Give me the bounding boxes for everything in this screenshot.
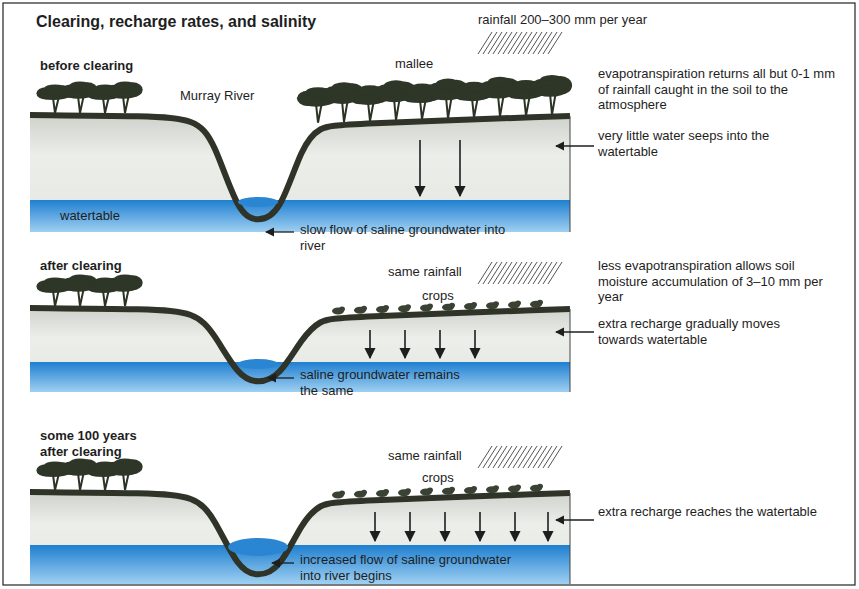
soil — [30, 492, 570, 584]
frame — [3, 3, 855, 585]
rainfall-hatch — [478, 32, 562, 54]
watertable-band — [30, 545, 570, 584]
recharge-arrow — [514, 512, 516, 541]
rainfall-hatch — [478, 262, 562, 284]
recharge-arrow — [439, 330, 441, 358]
leader-arrow — [556, 145, 594, 146]
recharge-arrow — [369, 330, 371, 358]
panel-heading: before clearing — [40, 58, 133, 74]
layer-label: watertable — [60, 208, 120, 224]
trees — [36, 458, 142, 490]
process-note: extra recharge gradually moves towards w… — [598, 316, 813, 347]
trees — [36, 75, 572, 123]
recharge-arrow — [374, 512, 376, 541]
recharge-arrow — [419, 140, 421, 196]
cross-section-panel — [30, 446, 570, 584]
cross-section-panel — [30, 32, 572, 232]
soil — [30, 115, 570, 232]
flow-note: increased flow of saline groundwater int… — [300, 552, 535, 583]
vegetation-label: crops — [422, 470, 454, 486]
crops — [332, 484, 543, 499]
process-note: evapotranspiration returns all but 0-1 m… — [598, 66, 843, 113]
panel-heading: after clearing — [40, 258, 122, 274]
leader-arrow — [272, 562, 294, 563]
flow-note: slow flow of saline groundwater into riv… — [300, 222, 515, 253]
river-water — [228, 538, 288, 556]
process-note: very little water seeps into the waterta… — [598, 128, 808, 159]
flow-note: saline groundwater remains the same — [300, 367, 480, 398]
river-label: Murray River — [180, 88, 254, 104]
vegetation-label: mallee — [395, 56, 433, 72]
leader-arrow — [266, 231, 294, 232]
recharge-arrow — [409, 512, 411, 541]
recharge-arrow — [404, 330, 406, 358]
rainfall-note: same rainfall — [388, 264, 462, 280]
recharge-arrow — [474, 330, 476, 358]
river-water — [238, 197, 278, 207]
leader-arrow — [556, 331, 594, 332]
process-note: extra recharge reaches the watertable — [598, 504, 818, 520]
rainfall-note: rainfall 200–300 mm per year — [478, 12, 647, 28]
leader-arrow — [268, 377, 294, 378]
topsoil — [30, 115, 570, 219]
recharge-arrow — [459, 140, 461, 196]
panel-heading: some 100 years after clearing — [40, 428, 160, 459]
trees — [36, 274, 142, 306]
title: Clearing, recharge rates, and salinity — [36, 13, 316, 31]
recharge-arrow — [444, 512, 446, 541]
leader-arrow — [556, 519, 594, 520]
vegetation-label: crops — [422, 288, 454, 304]
river-water — [238, 359, 278, 369]
rainfall-hatch — [478, 446, 562, 468]
process-note: less evapotranspiration allows soil mois… — [598, 258, 838, 305]
rainfall-note: same rainfall — [388, 448, 462, 464]
recharge-arrow — [547, 512, 549, 541]
recharge-arrow — [479, 512, 481, 541]
